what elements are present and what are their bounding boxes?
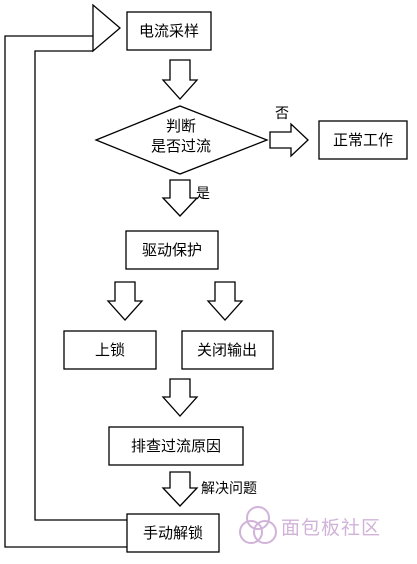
label-current-sampling: 电流采样 (139, 22, 199, 40)
label-normal-operation: 正常工作 (333, 131, 393, 149)
arrow-close-output-to-investigate (161, 378, 199, 417)
label-lock: 上锁 (95, 341, 125, 359)
label-drive-protection: 驱动保护 (142, 241, 202, 259)
arrow-sampling-to-decision (161, 59, 199, 100)
label-manual-unlock: 手动解锁 (143, 524, 203, 542)
decision-diamond (94, 105, 269, 175)
edge-label-no: 否 (275, 106, 289, 122)
box-lock (63, 330, 157, 370)
label-close-output: 关闭输出 (197, 341, 257, 359)
feedback-loop-arrow-inner (34, 50, 127, 521)
box-close-output (181, 330, 274, 370)
label-decision-line2: 是否过流 (151, 137, 211, 155)
box-manual-unlock (126, 513, 220, 553)
arrow-decision-yes-to-drive (161, 179, 199, 217)
label-investigate-cause: 排查过流原因 (131, 437, 221, 455)
edge-label-problem-solved: 解决问题 (201, 481, 257, 497)
label-decision-line1: 判断 (166, 117, 196, 135)
watermark-text: 面包板社区 (281, 517, 381, 539)
arrow-drive-to-lock (106, 281, 144, 321)
arrow-investigate-to-unlock (161, 471, 199, 507)
box-drive-protection (125, 230, 219, 270)
box-investigate-cause (108, 426, 244, 466)
arrow-drive-to-close-output (206, 281, 244, 321)
watermark: 面包板社区 (239, 506, 381, 544)
arrow-decision-no-to-normal (269, 122, 309, 158)
edge-label-yes: 是 (196, 186, 210, 202)
watermark-logo-icon (239, 506, 277, 544)
box-current-sampling (126, 11, 212, 51)
box-normal-operation (318, 120, 408, 160)
feedback-loop-arrow (4, 3, 127, 548)
